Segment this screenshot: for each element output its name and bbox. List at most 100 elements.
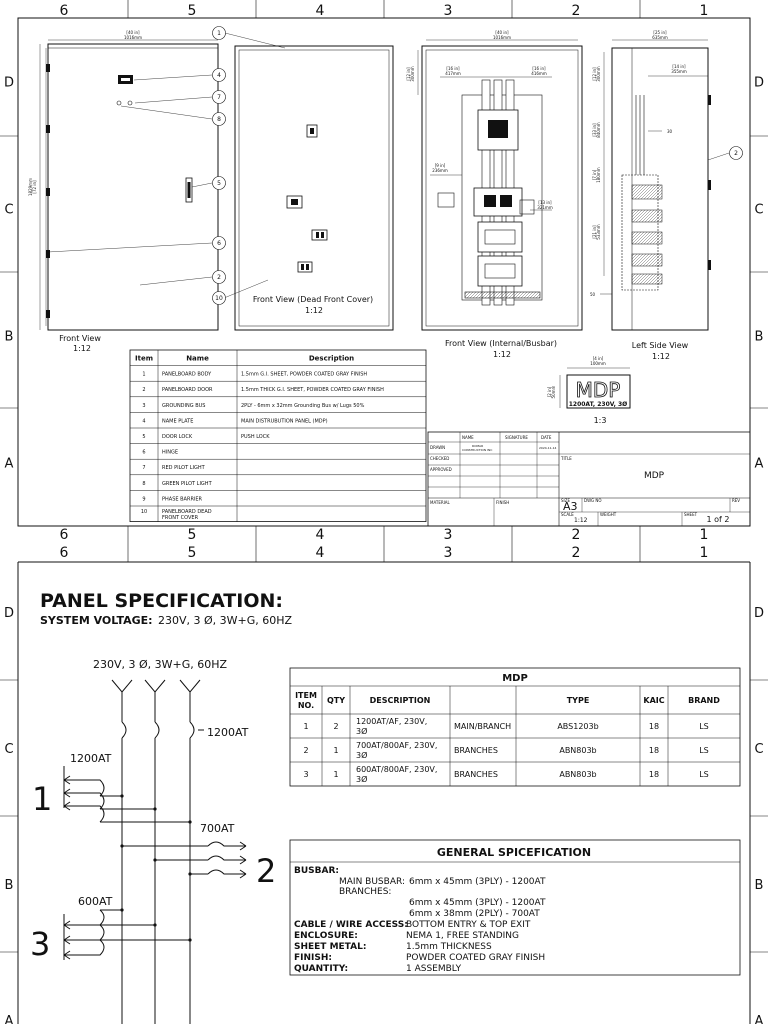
left-side-scale: 1:12 [652, 352, 670, 361]
bom-item: 4 [142, 418, 145, 424]
bom-item: 9 [142, 496, 145, 502]
branch3-number: 3 [30, 925, 50, 963]
bom-name: DOOR LOCK [162, 434, 193, 440]
bom-name: GROUNDING BUS [162, 403, 205, 409]
front-view-label: Front View [59, 334, 101, 343]
dim-int-right-in: [16 in] [532, 66, 546, 71]
callout-5-label: 5 [217, 180, 221, 187]
s1-left-row-B: B [5, 330, 14, 345]
callout-1 [212, 26, 226, 40]
s1-left-row-C: C [4, 203, 13, 218]
branch3-rating: 600AT [78, 895, 113, 908]
s1-top-col-3: 3 [444, 3, 453, 19]
s1-right-row-B: B [755, 330, 764, 345]
callout-10 [212, 291, 226, 305]
front-view: [40 in] 1016mm [72 in] 1829mm Front View… [28, 30, 219, 353]
bom-name: PHASE BARRIER [162, 496, 203, 502]
bom-name: HINGE [162, 450, 178, 456]
mdp-cell-0: 1 [303, 722, 308, 731]
dim-int-mid-mm: 236mm [432, 168, 448, 173]
green-pilot-light [127, 100, 133, 106]
general-spec-value: NEMA 1, FREE STANDING [406, 931, 519, 941]
general-spec-title: GENERAL SPICEFICATION [437, 846, 591, 859]
general-spec-label: FINISH: [294, 953, 332, 963]
mdp-header-5: KAIC [643, 696, 664, 705]
internal-view-scale: 1:12 [493, 350, 511, 359]
dim-nameplate-w-in: [4 in] [593, 356, 604, 361]
s1-top-col-2: 2 [572, 3, 581, 19]
mdp-cell-4: ABS1203b [557, 722, 598, 731]
dead-front-label: Front View (Dead Front Cover) [253, 295, 373, 304]
breaker-cutout [286, 195, 303, 209]
bom-name: PANELBOARD DEAD [162, 509, 212, 515]
dim-side-width-mm: 635mm [652, 35, 668, 40]
title-block: NAME SIGNATURE DATE DRAWN ROMAR CONSTRUC… [427, 431, 751, 527]
dim-int-left-mm: 417mm [445, 71, 461, 76]
hinge [46, 64, 50, 72]
panel-spec-title: PANEL SPECIFICATION: [40, 590, 283, 612]
tb-size: A3 [563, 500, 578, 513]
dim-nameplate-h-in: [2 in] [547, 386, 552, 397]
s1-top-col-6: 6 [60, 3, 69, 19]
tb-scale: 1:12 [574, 517, 588, 524]
dim-front-width-in: [40 in] [126, 30, 140, 35]
dim-side-h4-mm: 533mm [596, 224, 601, 240]
general-spec-value: 1.5mm THICKNESS [406, 942, 492, 952]
mdp-cell-5: 18 [649, 746, 659, 755]
s1-bottom-col-1: 1 [700, 527, 709, 543]
internal-view-label: Front View (Internal/Busbar) [445, 339, 557, 348]
breaker-cutout [297, 261, 313, 273]
dim-nameplate-w-mm: 100mm [590, 361, 606, 366]
mdp-header-2: DESCRIPTION [370, 696, 431, 705]
dim-side-h2-mm: 840mm [596, 122, 601, 138]
branch-breaker [477, 255, 523, 287]
s1-bottom-col-2: 2 [572, 527, 581, 543]
nameplate-detail: MDP 1200AT, 230V, 3Ø [4 in] 100mm [2 in]… [547, 356, 631, 425]
branches-busbar-1: 6mm x 45mm (3PLY) - 1200AT [409, 898, 546, 908]
tb-rev-label: REV [732, 498, 740, 503]
sheet-1-border [17, 17, 751, 527]
branches-label: BRANCHES: [339, 887, 391, 897]
dead-front-view: Front View (Dead Front Cover) 1:12 [234, 45, 394, 331]
general-specification: GENERAL SPICEFICATION BUSBAR: MAIN BUSBA… [289, 839, 741, 976]
dim-side-h3-in: [7 in] [592, 169, 597, 180]
mdp-cell-description: 1200AT/AF, 230V, [356, 717, 427, 726]
dim-int-top-in: [12 in] [406, 67, 411, 81]
dim-side-depth-in: [14 in] [672, 64, 686, 69]
branches-busbar-2: 6mm x 38mm (2PLY) - 700AT [409, 909, 540, 919]
bom-item: 2 [142, 387, 145, 393]
breaker-cutout [306, 124, 318, 138]
callout-7-label: 7 [217, 94, 221, 101]
dim-front-width-mm: 1016mm [124, 35, 142, 40]
dim-side-h2-in: [33 in] [592, 123, 597, 137]
internal-busbar-view: [40 in] 1016mm [16 in] 417mm [16 in] 416… [406, 30, 583, 359]
s2-top-col-3: 3 [444, 545, 453, 561]
mdp-cell-5: 18 [649, 770, 659, 779]
system-voltage-value: 230V, 3 Ø, 3W+G, 60HZ [158, 614, 293, 627]
bom-item: 6 [142, 450, 145, 456]
main-breaker [477, 109, 519, 151]
hinge [46, 188, 50, 196]
main-breaker-rating: 1200AT [207, 726, 249, 739]
branch1-number: 1 [32, 780, 52, 818]
dim-side-bottom: 50 [590, 292, 596, 297]
left-side-view: [25 in] 635mm [14 in] 355mm [12 in] 300m… [590, 30, 711, 361]
bom-description: 1.5mm G.I. SHEET, POWDER COATED GRAY FIN… [241, 372, 367, 378]
mdp-header-item: ITEM [295, 691, 317, 700]
tb-weight-label: WEIGHT [600, 512, 617, 517]
dim-side-h1-in: [12 in] [592, 67, 597, 81]
callout-4-label: 4 [217, 72, 221, 79]
main-busbar-label: MAIN BUSBAR: [339, 877, 405, 887]
tb-drawn-date: 2024-11-14 [539, 446, 557, 450]
callout-2-side-label: 2 [734, 150, 738, 157]
mdp-header-1: QTY [327, 696, 345, 705]
bom-description: PUSH LOCK [241, 434, 270, 440]
